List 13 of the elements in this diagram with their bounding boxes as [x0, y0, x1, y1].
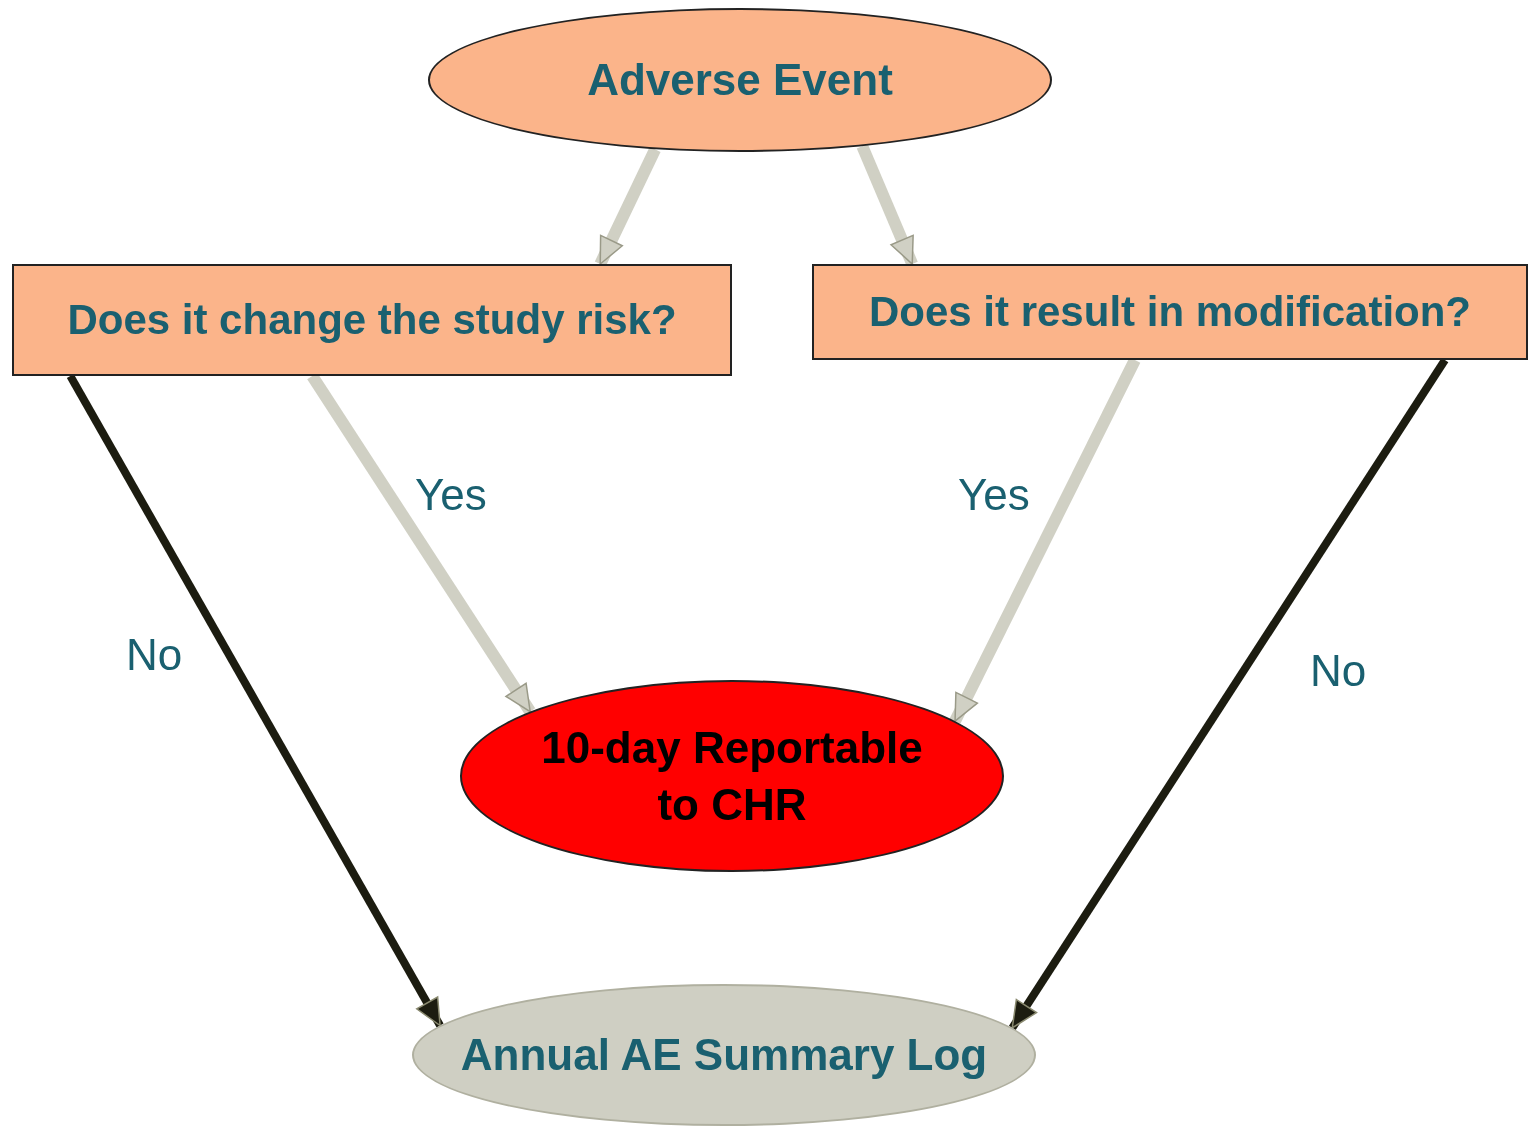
arrow — [66, 374, 444, 1028]
node-label: Does it result in modification? — [868, 286, 1472, 337]
arrow — [856, 143, 918, 267]
decision-box — [12, 264, 732, 376]
node-label: 10-day Reportable to CHR — [540, 721, 924, 831]
edge-label: Yes — [415, 470, 487, 520]
edge-label: No — [1310, 646, 1367, 696]
edge-label: Yes — [958, 470, 1030, 520]
edge-label: No — [126, 630, 183, 680]
decision-box — [812, 264, 1528, 360]
node-label: Adverse Event — [587, 54, 893, 107]
node-label: Does it change the study risk? — [67, 294, 677, 345]
node-label: Annual AE Summary Log — [460, 1029, 988, 1082]
